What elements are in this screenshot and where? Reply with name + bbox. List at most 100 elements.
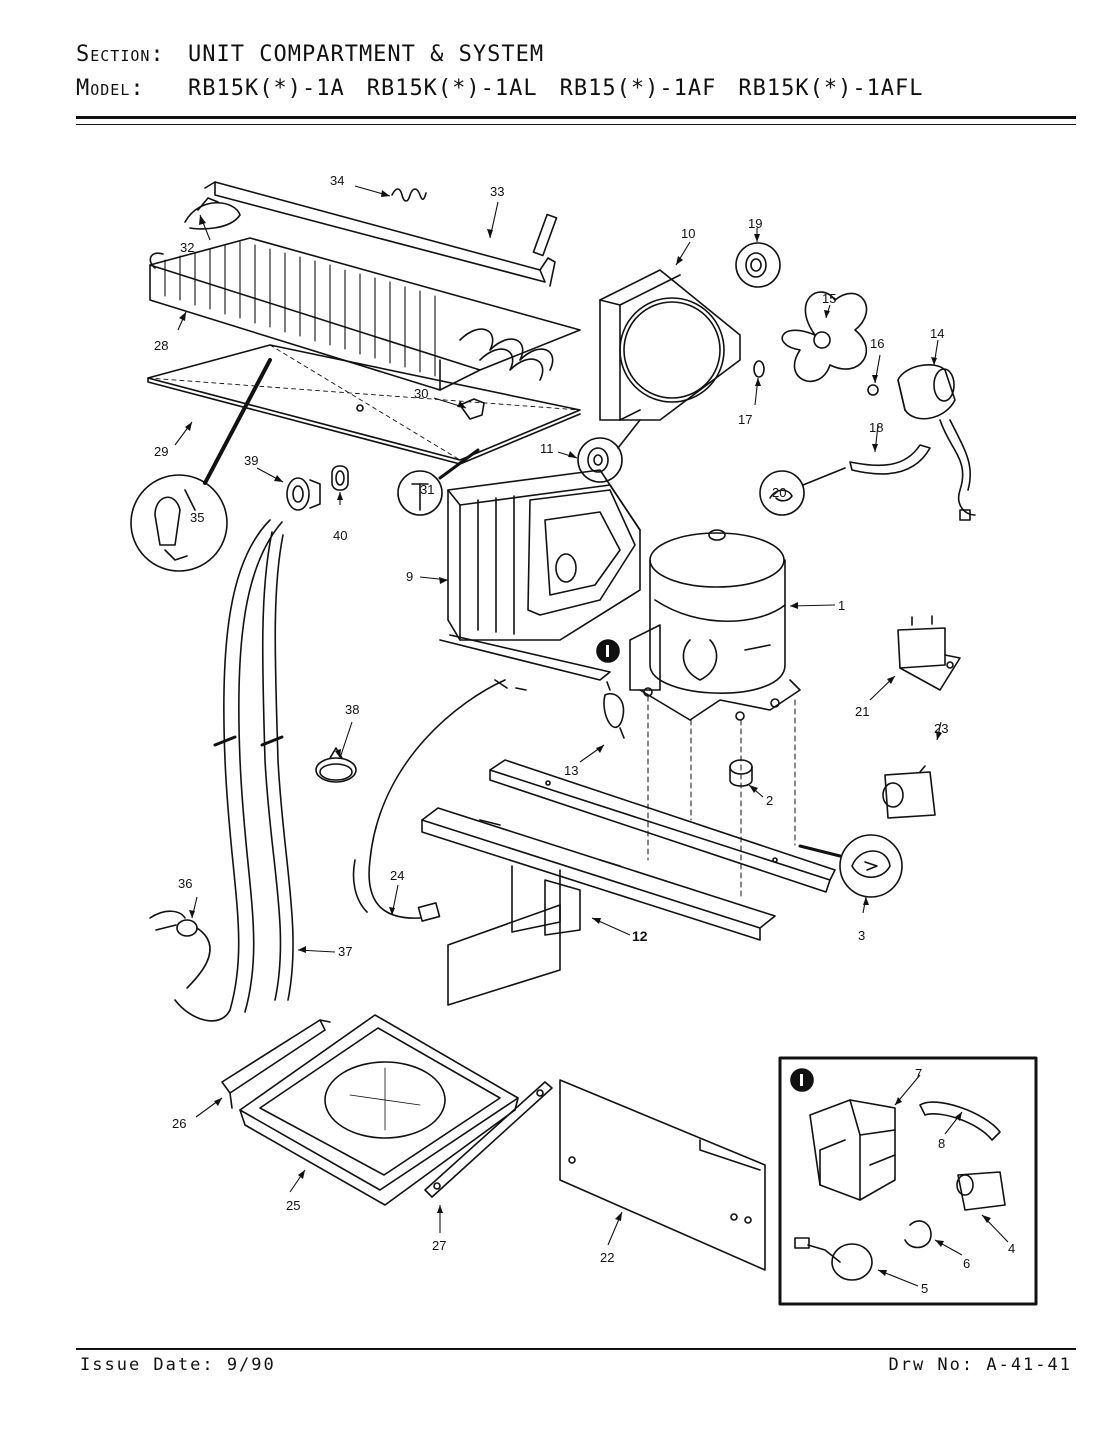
header-rule-thick [76, 116, 1076, 119]
callout-11: 11 [540, 441, 554, 456]
callout-labels: 34 33 32 10 19 15 16 14 17 18 28 30 29 3… [154, 173, 1015, 1296]
callout-20: 20 [772, 485, 786, 500]
part-tubing-37 [174, 519, 294, 1022]
part-wire-6 [904, 1220, 932, 1249]
callout-34: 34 [330, 173, 344, 188]
callout-27: 27 [432, 1238, 446, 1253]
section-value: UNIT COMPARTMENT & SYSTEM [188, 42, 545, 67]
part-mounting-bracket-33 [204, 181, 558, 287]
part-grommet-2 [729, 759, 753, 787]
subassembly-marker-glyphs [606, 645, 803, 1086]
callout-21: 21 [855, 704, 869, 719]
callout-22: 22 [600, 1250, 614, 1265]
callout-10: 10 [681, 226, 695, 241]
part-bracket-26 [221, 1019, 331, 1109]
part-drain-pan-25 [239, 1014, 519, 1206]
subassembly-inset-box [778, 1056, 1038, 1306]
callout-13: 13 [564, 763, 578, 778]
callout-39: 39 [244, 453, 258, 468]
header-rule-thin [76, 124, 1076, 125]
drawing-number: Drw No: A-41-41 [888, 1355, 1072, 1375]
issue-date: Issue Date: 9/90 [80, 1355, 276, 1375]
part-bracket-30 [459, 398, 485, 420]
callout-38: 38 [345, 702, 359, 717]
part-harness-18 [849, 444, 931, 475]
callout-5: 5 [921, 1281, 928, 1296]
part-compressor-1 [629, 529, 801, 721]
callout-37: 37 [338, 944, 352, 959]
section-header: Section: UNIT COMPARTMENT & SYSTEM [76, 42, 544, 67]
footer-rule [76, 1348, 1076, 1350]
callout-26: 26 [172, 1116, 186, 1131]
callout-29: 29 [154, 444, 168, 459]
model-header: Model: RB15K(*)-1A RB15K(*)-1AL RB15(*)-1AF… [76, 76, 946, 101]
callout-12: 12 [632, 928, 648, 944]
part-bushing-11 [577, 419, 641, 483]
model-3: RB15(*)-1AF [559, 76, 717, 101]
part-power-cord-24 [352, 679, 527, 922]
callout-6: 6 [963, 1256, 970, 1271]
part-drier-13 [603, 681, 625, 739]
callout-32: 32 [180, 240, 194, 255]
callout-25: 25 [286, 1198, 300, 1213]
part-nut-17 [753, 360, 765, 378]
callout-28: 28 [154, 338, 168, 353]
part-drain-assembly-9 [439, 469, 641, 681]
part-wire-34 [391, 188, 427, 202]
callout-30: 30 [414, 386, 428, 401]
callout-14: 14 [930, 326, 944, 341]
callout-33: 33 [490, 184, 504, 199]
part-clamp-38 [315, 747, 357, 783]
part-cover-panel-29 [147, 344, 581, 465]
model-2: RB15K(*)-1AL [366, 76, 538, 101]
part-overload-5 [794, 1237, 873, 1281]
part-grommet-3 [798, 834, 903, 898]
part-clip-20 [759, 467, 846, 516]
part-rod-27 [424, 1081, 553, 1198]
callout-3: 3 [858, 928, 865, 943]
part-capacitor-21 [897, 615, 961, 691]
callout-40: 40 [333, 528, 347, 543]
leader-arrowheads [179, 190, 991, 1276]
callout-18: 18 [869, 420, 883, 435]
model-label: Model: [76, 76, 145, 101]
part-clip-32 [184, 197, 241, 230]
callout-19: 19 [748, 216, 762, 231]
part-fan-blade-15 [781, 291, 868, 383]
callout-1: 1 [838, 598, 845, 613]
part-clip-8 [919, 1101, 1001, 1141]
part-heater-36 [149, 910, 211, 989]
section-label: Section: [76, 42, 165, 67]
callout-8: 8 [938, 1136, 945, 1151]
part-base-rail-front [421, 807, 776, 941]
callout-17: 17 [738, 412, 752, 427]
part-base-rail-left [489, 759, 836, 893]
part-relay-23 [882, 765, 936, 819]
callout-7: 7 [915, 1066, 922, 1081]
part-grommet-19 [735, 242, 781, 288]
part-grommet-40 [331, 465, 349, 491]
callout-35: 35 [190, 510, 204, 525]
model-1: RB15K(*)-1A [188, 76, 345, 101]
part-relay-4 [956, 1171, 1006, 1211]
callout-23: 23 [934, 721, 948, 736]
part-washer-16 [867, 384, 879, 396]
part-thermostat-35 [130, 358, 272, 572]
part-condenser-28 [149, 237, 581, 391]
part-fan-shroud-10 [599, 269, 741, 421]
model-4: RB15K(*)-1AFL [738, 76, 924, 101]
part-screw-31 [397, 448, 480, 516]
callout-36: 36 [178, 876, 192, 891]
callout-24: 24 [390, 868, 404, 883]
part-rear-panel-22 [559, 1079, 766, 1271]
callout-15: 15 [822, 291, 836, 306]
callout-31: 31 [420, 482, 434, 497]
callout-9: 9 [406, 569, 413, 584]
callout-16: 16 [870, 336, 884, 351]
callout-2: 2 [766, 793, 773, 808]
callout-4: 4 [1008, 1241, 1015, 1256]
part-grommet-39 [286, 477, 321, 511]
part-cover-12 [447, 865, 581, 1006]
part-fan-motor-14 [897, 364, 976, 521]
